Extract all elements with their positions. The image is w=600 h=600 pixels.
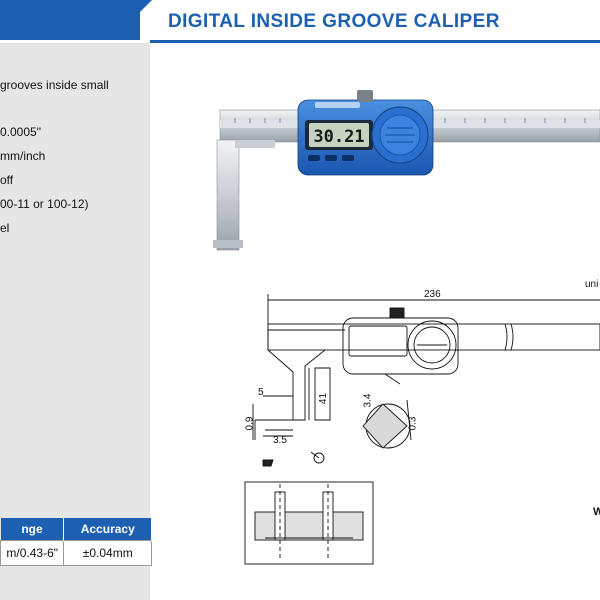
spec-header-range: nge — [0, 518, 65, 541]
caliper-photo: 30.21 — [213, 90, 600, 251]
feature-item: grooves inside small — [0, 78, 109, 92]
spec-header-row: nge Accuracy — [0, 518, 152, 541]
dimension-0-9: 0.9 — [244, 416, 256, 431]
technical-drawing — [244, 294, 600, 565]
page-title: DIGITAL INSIDE GROOVE CALIPER — [168, 11, 500, 32]
dimension-0-3: 0.3 — [407, 416, 419, 431]
header-rule — [150, 40, 600, 43]
table-row: m/0.43-6" ±0.04mm — [0, 540, 152, 566]
dimension-3-4: 3.4 — [362, 393, 374, 408]
lcd-reading: 30.21 — [313, 127, 364, 147]
side-letter: W — [593, 506, 600, 518]
spec-table: nge Accuracy m/0.43-6" ±0.04mm — [0, 518, 152, 566]
spec-cell-accuracy: ±0.04mm — [63, 540, 152, 566]
spec-cell-range: m/0.43-6" — [0, 540, 65, 566]
dimension-41: 41 — [318, 392, 330, 405]
feature-item: el — [0, 221, 10, 235]
unit-label: uni — [585, 279, 599, 290]
feature-item: 0.0005" — [0, 125, 41, 139]
feature-panel — [0, 43, 150, 600]
dimension-length: 236 — [424, 289, 441, 300]
feature-item: 00-11 or 100-12) — [0, 197, 89, 211]
header-tab-slant — [112, 0, 152, 40]
feature-item: off — [0, 173, 14, 187]
feature-item: mm/inch — [0, 149, 46, 163]
spec-header-accuracy: Accuracy — [63, 518, 152, 541]
dimension-3-5: 3.5 — [273, 435, 287, 446]
dimension-5: 5 — [258, 387, 264, 398]
